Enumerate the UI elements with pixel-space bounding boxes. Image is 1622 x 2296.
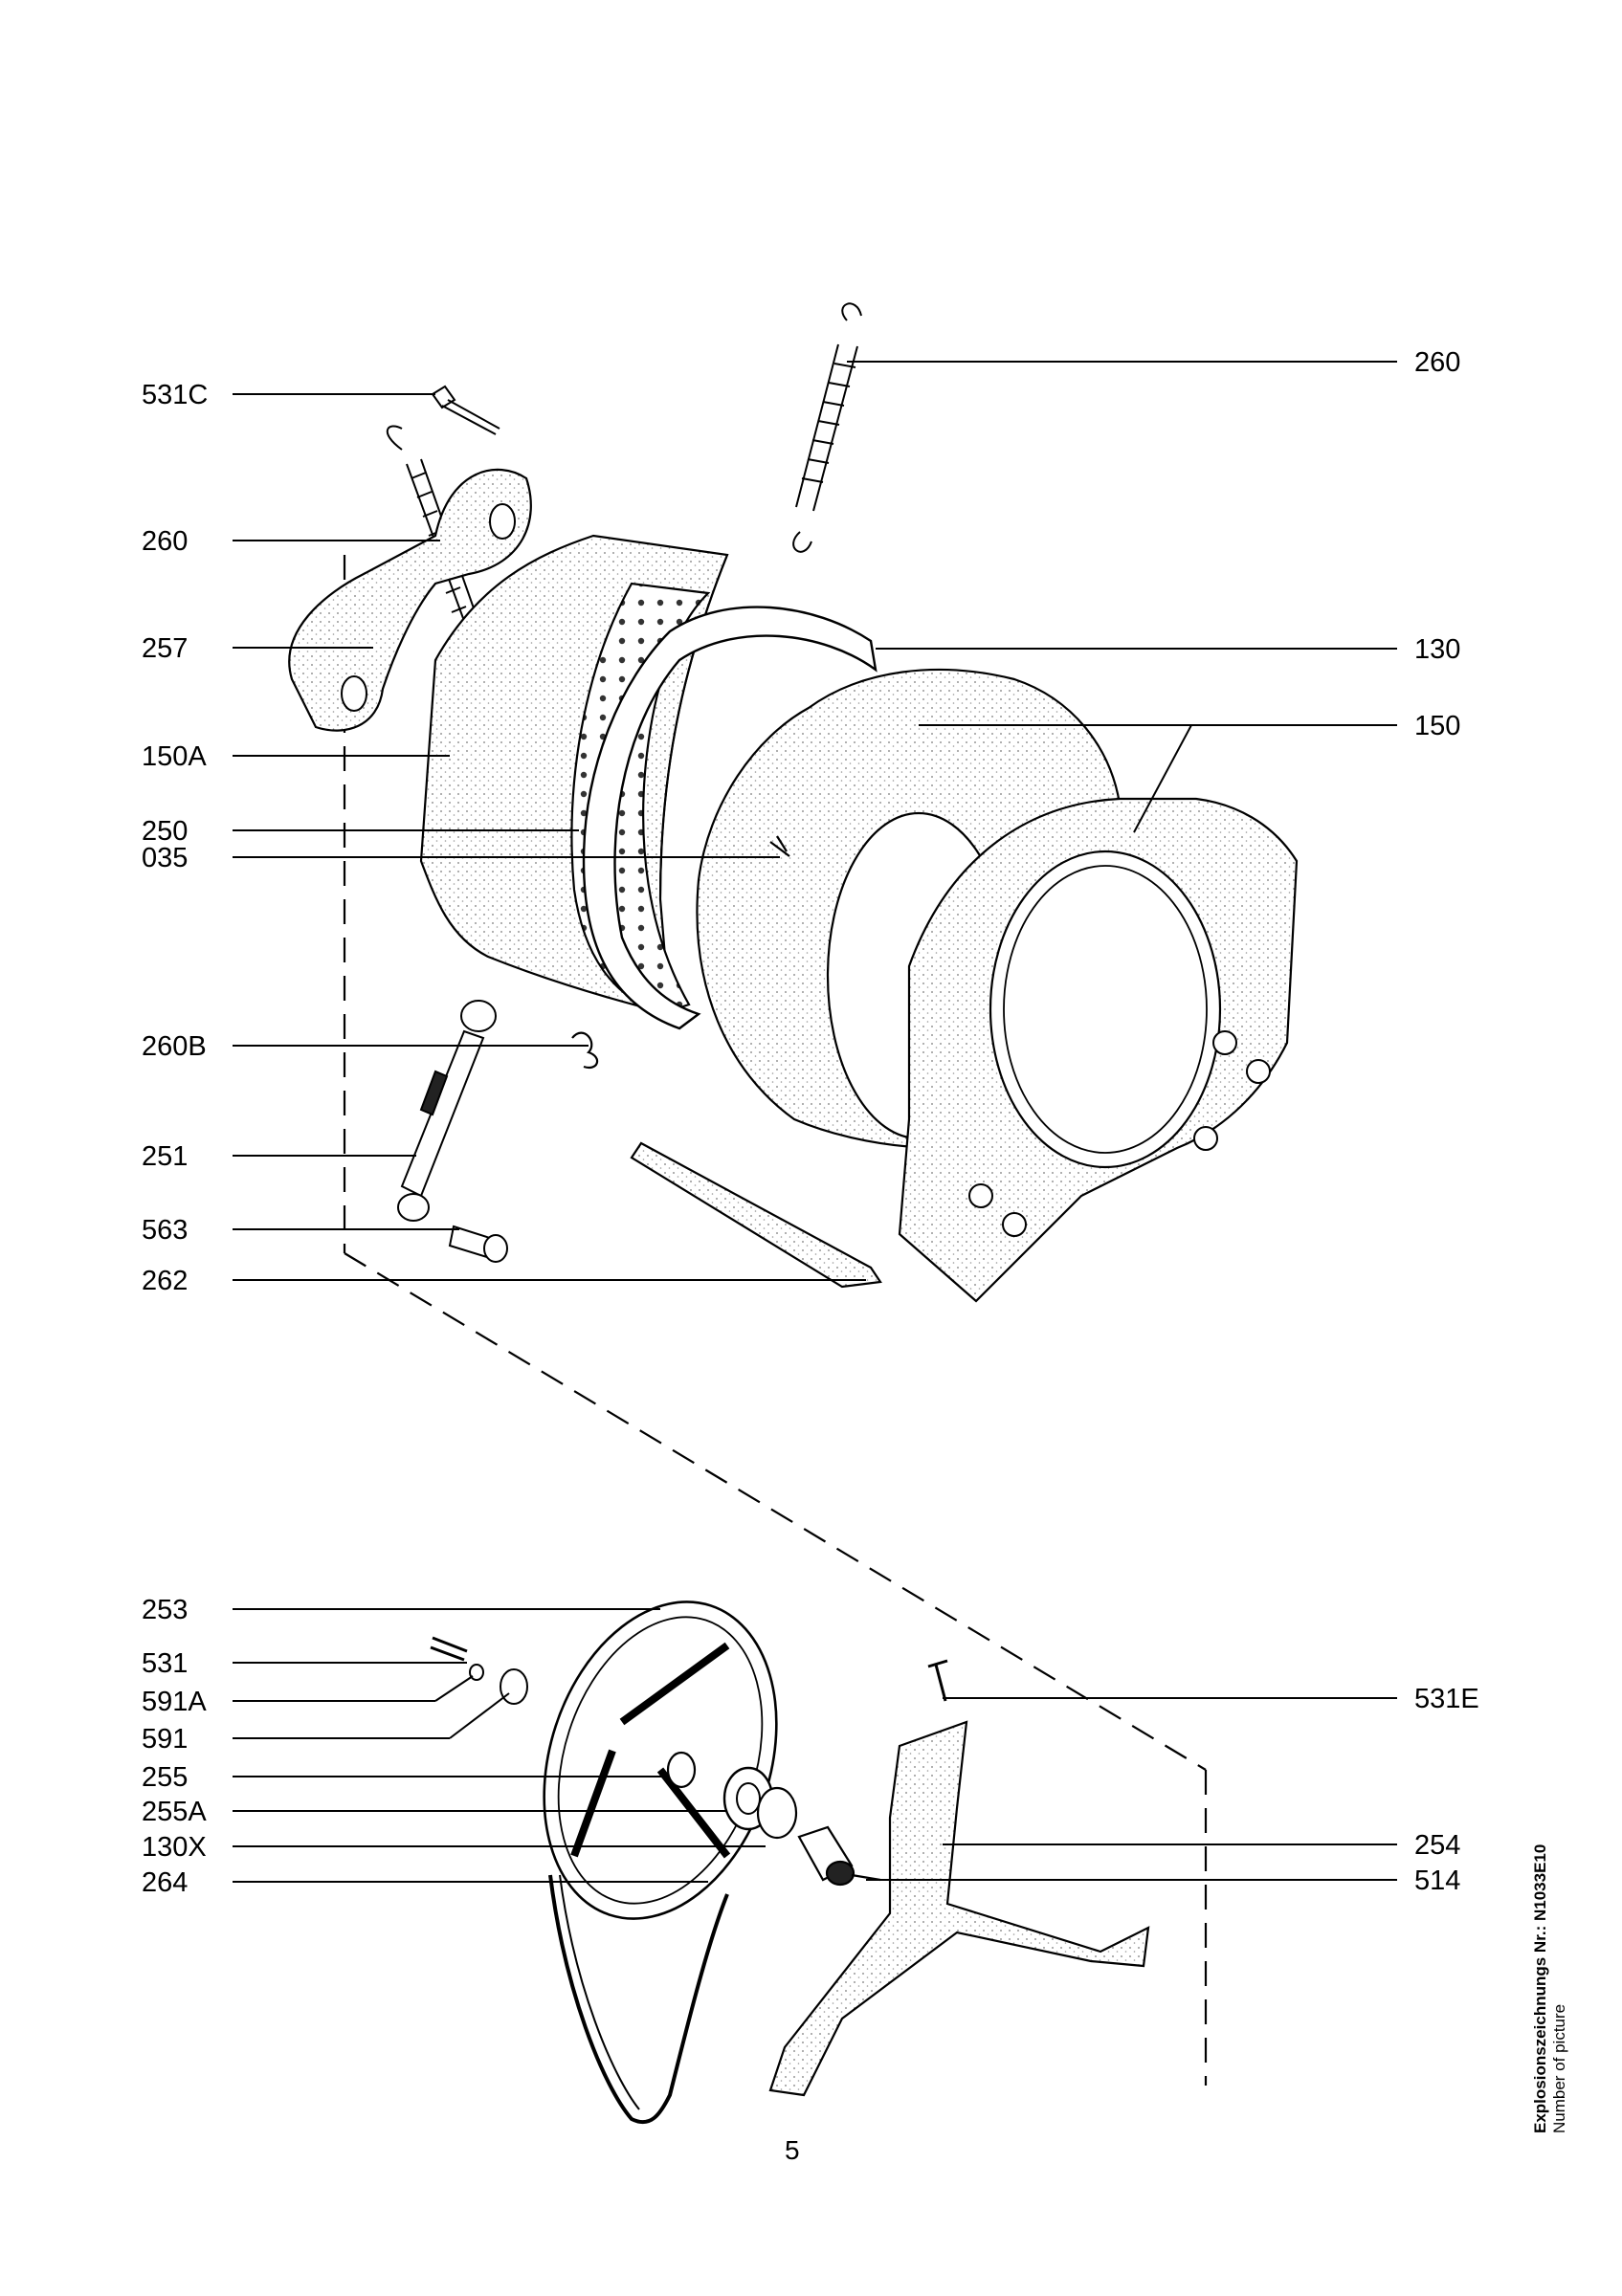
callout-260-right: 260 <box>1414 347 1461 378</box>
callout-264: 264 <box>142 1867 189 1898</box>
callout-150a: 150A <box>142 741 207 772</box>
belt-264-part <box>550 1875 727 2122</box>
drawing-number-title: Explosionszeichnungs Nr.: N1033E10 <box>1531 1843 1549 2133</box>
callout-254: 254 <box>1414 1830 1461 1861</box>
callout-591a: 591A <box>142 1687 207 1717</box>
callout-260b: 260B <box>142 1031 207 1062</box>
page-number: 5 <box>785 2135 800 2165</box>
callout-531c: 531C <box>142 380 209 410</box>
shock-absorber-251-part <box>398 1001 496 1221</box>
callout-257: 257 <box>142 633 189 664</box>
callout-591: 591 <box>142 1724 189 1755</box>
callout-255a: 255A <box>142 1797 207 1827</box>
callout-150: 150 <box>1414 711 1461 741</box>
drawing-number-subtitle: Number of picture <box>1549 2003 1568 2133</box>
bolt-563-part <box>450 1226 507 1262</box>
drawing-number-note: Explosionszeichnungs Nr.: N1033E10 Numbe… <box>1531 1844 1568 2133</box>
counterweight-257-part <box>289 470 531 731</box>
callout-514: 514 <box>1414 1866 1461 1896</box>
callout-130: 130 <box>1414 634 1461 665</box>
clip-260b-part <box>572 1033 597 1068</box>
screw-035-part <box>770 836 789 856</box>
callout-531e: 531E <box>1414 1684 1479 1714</box>
washer-591-part <box>500 1669 527 1704</box>
spring-260-right-part <box>793 303 861 551</box>
rail-262-part <box>632 1143 880 1287</box>
screw-531e-part <box>928 1661 947 1701</box>
callout-255: 255 <box>142 1762 189 1793</box>
callout-253: 253 <box>142 1595 189 1625</box>
washer-591a-part <box>470 1665 483 1680</box>
seal-130x-part <box>758 1788 796 1838</box>
callout-130x: 130X <box>142 1832 207 1863</box>
callout-250: 250 <box>142 816 189 847</box>
spider-arm-254-part <box>770 1722 1148 2095</box>
screw-531c-part <box>433 386 500 434</box>
callout-531: 531 <box>142 1648 189 1679</box>
callout-262: 262 <box>142 1266 189 1296</box>
screw-531-part <box>431 1638 467 1660</box>
callout-563: 563 <box>142 1215 189 1246</box>
callout-035: 035 <box>142 843 189 873</box>
sleeve-514-part <box>799 1827 880 1885</box>
bearing-255-part <box>668 1753 695 1787</box>
callout-251: 251 <box>142 1141 189 1172</box>
callout-260-left: 260 <box>142 526 189 557</box>
ring-130-part <box>584 607 876 1028</box>
